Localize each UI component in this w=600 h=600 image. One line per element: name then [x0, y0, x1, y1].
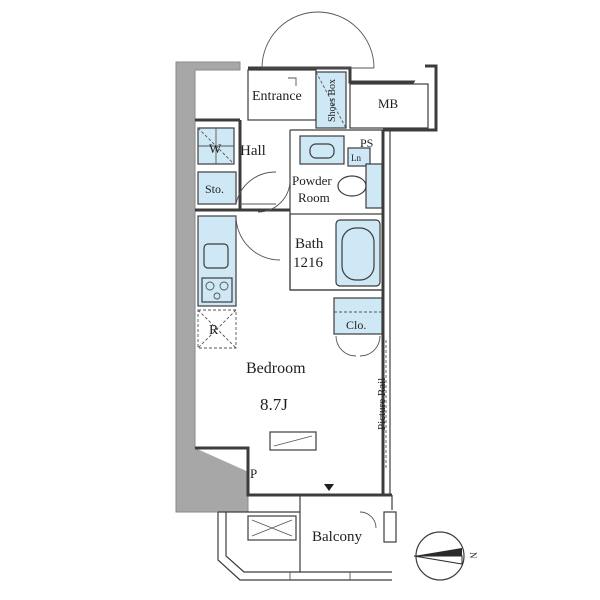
label-pole: P [250, 466, 257, 481]
label-storage: Sto. [205, 182, 224, 196]
mb-space [349, 83, 429, 129]
label-mb: MB [378, 96, 399, 111]
label-bath-line1: Bath [295, 236, 324, 252]
powder-sink [299, 135, 345, 165]
balcony-door-arrow [324, 484, 334, 491]
label-ln: Ln [351, 153, 361, 163]
entrance-door-swing [261, 11, 375, 69]
toilet [365, 163, 383, 209]
label-shoes-box: Shoes Box [327, 79, 338, 122]
label-entrance: Entrance [252, 89, 302, 104]
label-washer: W [209, 141, 222, 156]
fridge-space [197, 309, 237, 349]
label-fridge: R [209, 323, 219, 338]
ln-cabinet [347, 147, 371, 167]
label-hall: Hall [240, 143, 266, 159]
label-bedroom-size: 8.7J [260, 395, 288, 414]
label-picture-rail: Picture Rail [376, 378, 388, 430]
label-ps: PS [360, 136, 373, 150]
stove [201, 277, 233, 303]
storage-closet [197, 171, 237, 205]
bedroom-window-marker [269, 431, 317, 451]
label-bath-line2: 1216 [293, 255, 324, 271]
label-powder-line2: Room [298, 190, 330, 205]
balcony-area [217, 493, 397, 581]
bathtub [335, 219, 381, 287]
kitchen-sink [203, 243, 229, 269]
label-balcony: Balcony [312, 529, 362, 545]
closet [333, 297, 383, 335]
label-powder-line1: Powder [292, 173, 332, 188]
unit-walls [195, 64, 438, 510]
label-bedroom: Bedroom [246, 360, 306, 377]
compass [413, 531, 465, 581]
label-north: N [468, 552, 478, 559]
label-closet: Clo. [346, 318, 366, 332]
